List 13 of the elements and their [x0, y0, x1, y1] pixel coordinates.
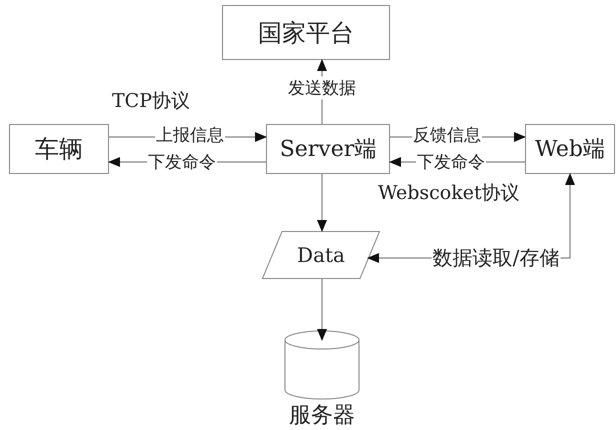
protocol-label: TCP协议 — [112, 89, 190, 114]
data-parallelogram: Data — [262, 231, 380, 279]
database-cylinder: 服务器 — [262, 330, 382, 428]
process-box: 车辆 — [9, 124, 109, 174]
edge-label: 发送数据 — [287, 76, 357, 100]
edge-label: 下发命令 — [416, 150, 486, 174]
protocol-label: Webscoket协议 — [378, 181, 520, 206]
process-box: Server端 — [266, 124, 390, 174]
arrow — [317, 174, 327, 232]
edge-label: 下发命令 — [147, 150, 217, 174]
process-box: Web端 — [525, 124, 615, 174]
arrow — [317, 279, 327, 341]
process-box: 国家平台 — [222, 5, 390, 60]
